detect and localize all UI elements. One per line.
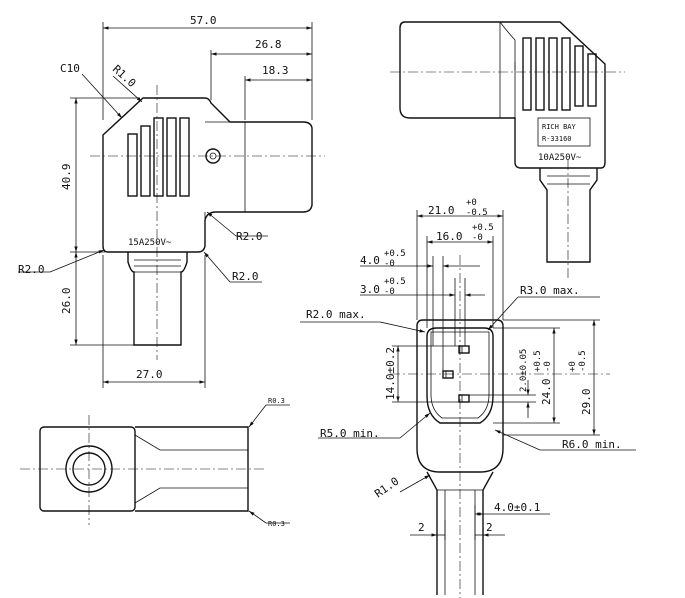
dim-40-9: 40.9 [60,164,73,191]
chamfer-c10: C10 [60,62,80,75]
front-grip-ribs [127,117,190,197]
dim-4-tol-minus: -0 [384,259,395,269]
dim-14: 14.0±0.2 [384,347,397,400]
socket-inner-outline [426,327,494,424]
dim-24-tol-plus: +0.5 [533,350,543,372]
dim-3: 3.0 [360,283,380,296]
socket-body-outline [416,319,504,473]
dim-side-2-left: 2 [418,521,425,534]
radius-r2-bottom-left: R2.0 [18,263,45,276]
dim-24: 24.0 [540,379,553,406]
front-cable [127,252,188,346]
front-rating-label: 15A250V~ [128,238,172,248]
back-cable [539,168,598,263]
back-model-label: R-33160 [542,135,572,143]
dim-18-3: 18.3 [262,64,289,77]
dim-3-tol-plus: +0.5 [384,277,406,287]
back-brand-label: RICH BAY [542,123,577,131]
dim-26-0: 26.0 [60,288,73,315]
contact-left [442,370,454,379]
dim-16: 16.0 [436,230,463,243]
contact-upper [458,345,470,354]
dim-4: 4.0 [360,254,380,267]
dim-26-8: 26.8 [255,38,282,51]
dim-29: 29.0 [580,389,593,416]
dim-24-tol-minus: -0 [543,361,553,372]
front-view: 15A250V~ 57.0 26.8 18.3 40.9 26.0 27.0 C… [18,14,325,388]
radius-r2-bottom-right: R2.0 [232,270,259,283]
dim-cable-4: 4.0±0.1 [494,501,540,514]
radius-r03-bottom: R0.3 [268,520,285,528]
contact-lower [458,394,470,403]
dim-16-tol-plus: +0.5 [472,223,494,233]
dim-27-0: 27.0 [136,368,163,381]
bottom-view: R0.3 R0.3 [20,397,290,528]
socket-view: 21.0 +0 -0.5 16.0 +0.5 -0 4.0 +0.5 -0 3.… [300,198,636,598]
dim-21-tol-plus: +0 [466,198,477,208]
radius-r5-min: R5.0 min. [320,427,380,440]
dim-29-tol-plus: +0 [568,361,578,372]
back-rating-label: 10A250V~ [538,153,582,163]
radius-r2-right: R2.0 [236,230,263,243]
back-body-outline [399,21,606,169]
back-label-box [537,117,591,147]
dim-57: 57.0 [190,14,217,27]
dim-4-tol-plus: +0.5 [384,249,406,259]
radius-r2-max: R2.0 max. [306,308,366,321]
dim-21: 21.0 [428,204,455,217]
dim-2: 2.0±0.05 [519,349,529,392]
radius-r6-min: R6.0 min. [562,438,622,451]
radius-r3-max: R3.0 max. [520,284,580,297]
back-view: RICH BAY R-33160 10A250V~ [390,21,625,280]
back-grip-ribs [522,37,597,111]
dim-29-tol-minus: -0.5 [578,350,588,372]
radius-r03-top: R0.3 [268,397,285,405]
radius-r1-neck: R1.0 [372,475,401,501]
dim-16-tol-minus: -0 [472,233,483,243]
dim-side-2-right: 2 [486,521,493,534]
dim-21-tol-minus: -0.5 [466,208,488,218]
front-body-outline [102,97,313,253]
dim-3-tol-minus: -0 [384,287,395,297]
